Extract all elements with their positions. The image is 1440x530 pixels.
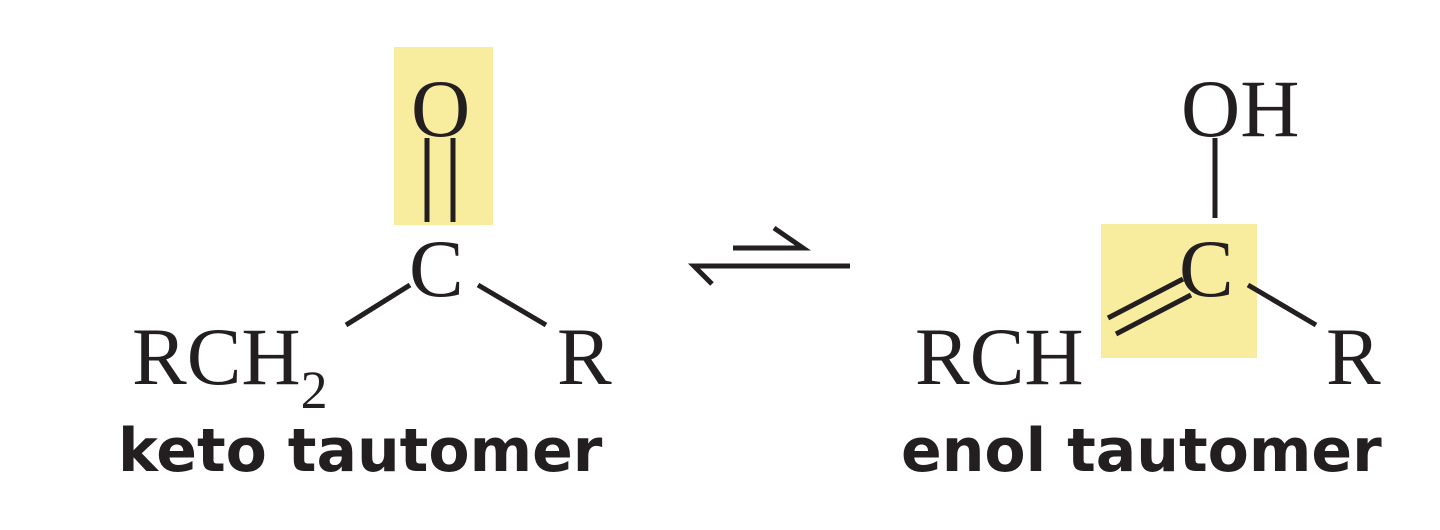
enol-hydroxyl-group: OH [1181, 63, 1300, 154]
forward-arrow [733, 225, 812, 251]
keto-c-r-bond [476, 282, 548, 328]
keto-left-group: RCH2 [132, 316, 328, 418]
enol-cc-double-bond-lower [1114, 292, 1193, 337]
enol-cc-double-bond-upper [1106, 276, 1185, 321]
enol-carbon: C [1179, 223, 1234, 314]
keto-left-group-text: RCH [132, 311, 301, 402]
reverse-arrow [687, 263, 850, 286]
enol-tautomer-caption: enol tautomer [901, 416, 1382, 486]
keto-left-group-subscript: 2 [300, 360, 328, 420]
enol-alkene-highlight [1101, 224, 1257, 358]
enol-right-group: R [1326, 311, 1381, 402]
keto-tautomer-caption: keto tautomer [118, 416, 603, 486]
keto-oxygen-atom: O [411, 63, 471, 154]
keto-carbonyl-carbon: C [409, 223, 464, 314]
enol-c-r-bond [1246, 282, 1318, 328]
keto-c-ch2-bond [344, 282, 412, 328]
equilibrium-arrows [687, 225, 850, 286]
keto-right-group: R [557, 311, 612, 402]
keto-carbonyl-highlight [394, 47, 493, 225]
enol-left-group: RCH [915, 311, 1084, 402]
